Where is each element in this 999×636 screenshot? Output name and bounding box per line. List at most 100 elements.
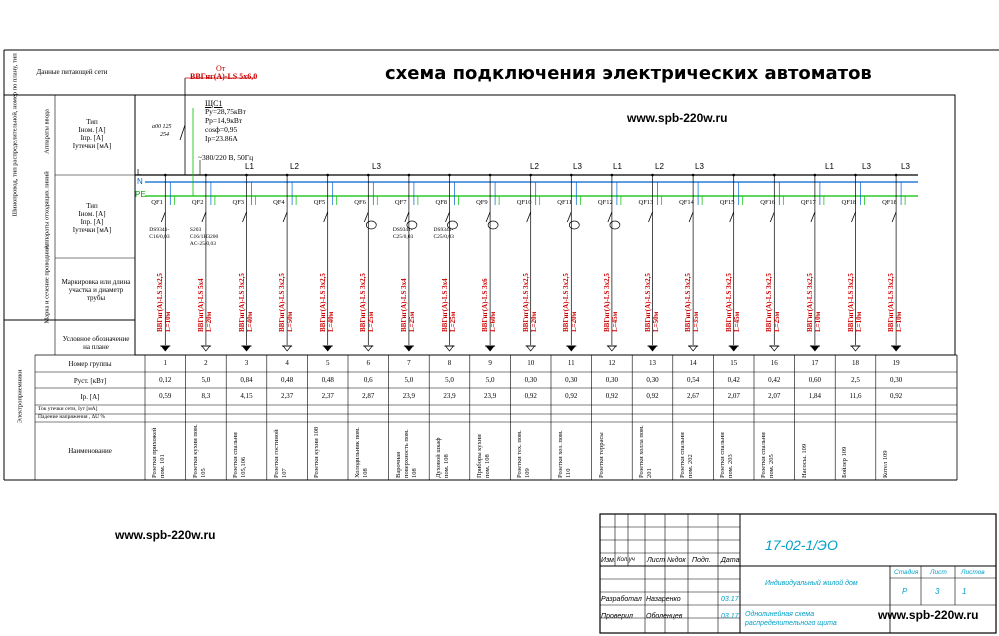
checker-name: Оболенцев	[646, 613, 683, 620]
developer-role: Разработал	[601, 596, 642, 603]
supply-voltage: ~380/220 В, 50Гц	[198, 153, 254, 162]
power-label: Руст. [кВт]	[73, 377, 107, 385]
breaker-label: QF8	[435, 199, 448, 206]
stage-value: Р	[902, 587, 908, 596]
group-number: 4	[285, 359, 289, 367]
group-current: 0,92	[524, 392, 537, 400]
panel-params: Ру=28,75кВт Рр=14,9кВт cosф=0,95 Iр=23.8…	[205, 107, 246, 143]
col-data: Дата	[721, 557, 740, 564]
group-current: 2,37	[280, 392, 294, 400]
input-params: Тип Iном. [А] Iпр. [А] Iутечки [мА]	[72, 118, 112, 150]
input-switch-rating-a: a00 125	[152, 124, 172, 130]
group-current: 2,37	[321, 392, 334, 400]
bus-n-label: N	[137, 177, 143, 186]
group-number: 13	[648, 359, 656, 367]
group-current: 23,9	[402, 392, 416, 400]
group-number: 16	[770, 359, 778, 367]
phase-label: L3	[901, 162, 910, 171]
breaker-label: QF5	[313, 199, 326, 206]
breaker-label: QF11	[557, 199, 572, 206]
supply-network-label: Данные питающей сети	[36, 68, 108, 76]
group-number: 19	[892, 359, 900, 367]
checker-role: Проверил	[601, 613, 633, 620]
feed-from: От	[216, 64, 226, 73]
developer-date: 03.17	[721, 596, 739, 603]
group-number: 5	[325, 359, 330, 367]
group-power: 0,42	[727, 376, 740, 384]
breaker-label: QF6	[354, 199, 366, 206]
group-number: 7	[407, 359, 411, 367]
leak-current-label: Ток утечки сети, Iут [мА]	[38, 406, 98, 412]
breaker-type: DS9341-C16/0,03	[149, 227, 170, 240]
phase-label: L2	[290, 162, 299, 171]
group-current: 0,92	[605, 392, 619, 400]
sheets-header: Листов	[961, 569, 985, 576]
group-number: 9	[488, 359, 492, 367]
group-current: 2,87	[362, 392, 375, 400]
group-power: 5,0	[201, 376, 211, 384]
breaker-label: QF2	[191, 199, 204, 206]
group-number: 11	[567, 359, 575, 367]
phase-label: L3	[573, 162, 582, 171]
group-current: 0,92	[646, 392, 659, 400]
group-power: 0,48	[321, 376, 334, 384]
group-number: 1	[163, 359, 168, 367]
group-number: 14	[689, 359, 697, 367]
site-url-top[interactable]: www.spb-220w.ru	[627, 111, 728, 125]
group-power: 0,48	[280, 376, 294, 384]
group-power: 0,30	[889, 376, 903, 384]
sheets-value: 1	[962, 587, 967, 596]
phase-label: L3	[372, 162, 381, 171]
group-number: 10	[527, 359, 535, 367]
breaker-label: QF18	[882, 199, 897, 206]
group-number: 8	[447, 359, 452, 367]
group-number: 12	[608, 359, 616, 367]
voltage-drop-label: Падение напряжения , ΔU %	[38, 414, 106, 420]
breaker-label: QF1	[151, 199, 163, 206]
group-current: 2,07	[768, 392, 781, 400]
group-current: 0,59	[159, 392, 172, 400]
group-current: 0,92	[889, 392, 903, 400]
group-power: 5,0	[445, 376, 454, 384]
current-label: Iр. [А]	[80, 393, 100, 401]
phase-label: L1	[613, 162, 622, 171]
name-label: Наименование	[68, 447, 112, 455]
checker-date: 03.17	[721, 613, 739, 620]
group-current: 2,07	[727, 392, 740, 400]
group-number: 15	[730, 359, 738, 367]
group-number: 17	[811, 359, 819, 367]
group-power: 0,30	[524, 376, 537, 384]
breaker-label: QF15	[719, 199, 735, 206]
phase-label: L2	[530, 162, 539, 171]
phase-label: L1	[825, 162, 834, 171]
plan-symbol-label: Условное обозначение на плане	[62, 335, 130, 351]
group-power: 0,30	[605, 376, 619, 384]
group-power: 0,30	[646, 376, 659, 384]
group-power: 0,54	[686, 376, 700, 384]
sheet-title: Однолинейная схема распределительного щи…	[745, 611, 837, 627]
group-power: 2,5	[851, 376, 860, 384]
breaker-label: QF7	[394, 199, 407, 206]
group-current: 4,15	[240, 392, 253, 400]
group-current: 11,6	[849, 392, 862, 400]
phase-label: L2	[655, 162, 664, 171]
breaker-label: QF10	[516, 199, 532, 206]
group-power: 5,0	[404, 376, 414, 384]
input-switch-rating-b: 254	[160, 132, 169, 138]
group-current: 8,3	[201, 392, 211, 400]
cable-length-label: Маркировка или длина участка и диаметр т…	[61, 278, 131, 302]
diagram-title: схема подключения электрических автомато…	[385, 63, 872, 84]
outgoing-params: Тип Iном. [А] Iпр. [А] Iутечки [мА]	[72, 202, 112, 234]
bus-l-label: L	[137, 168, 142, 177]
feed-cable: ВВГнг(А)-LS 5х6,0	[190, 72, 258, 81]
breaker-label: QF9	[476, 199, 488, 206]
site-url-bottom[interactable]: www.spb-220w.ru	[878, 608, 979, 622]
breaker-label: QF16	[760, 199, 776, 206]
site-url-left[interactable]: www.spb-220w.ru	[115, 528, 216, 542]
group-power: 0,6	[363, 376, 373, 384]
bus-pe-label: PE	[135, 190, 146, 199]
breaker-label: QF12	[597, 199, 613, 206]
breaker-label: QF17	[800, 199, 816, 206]
